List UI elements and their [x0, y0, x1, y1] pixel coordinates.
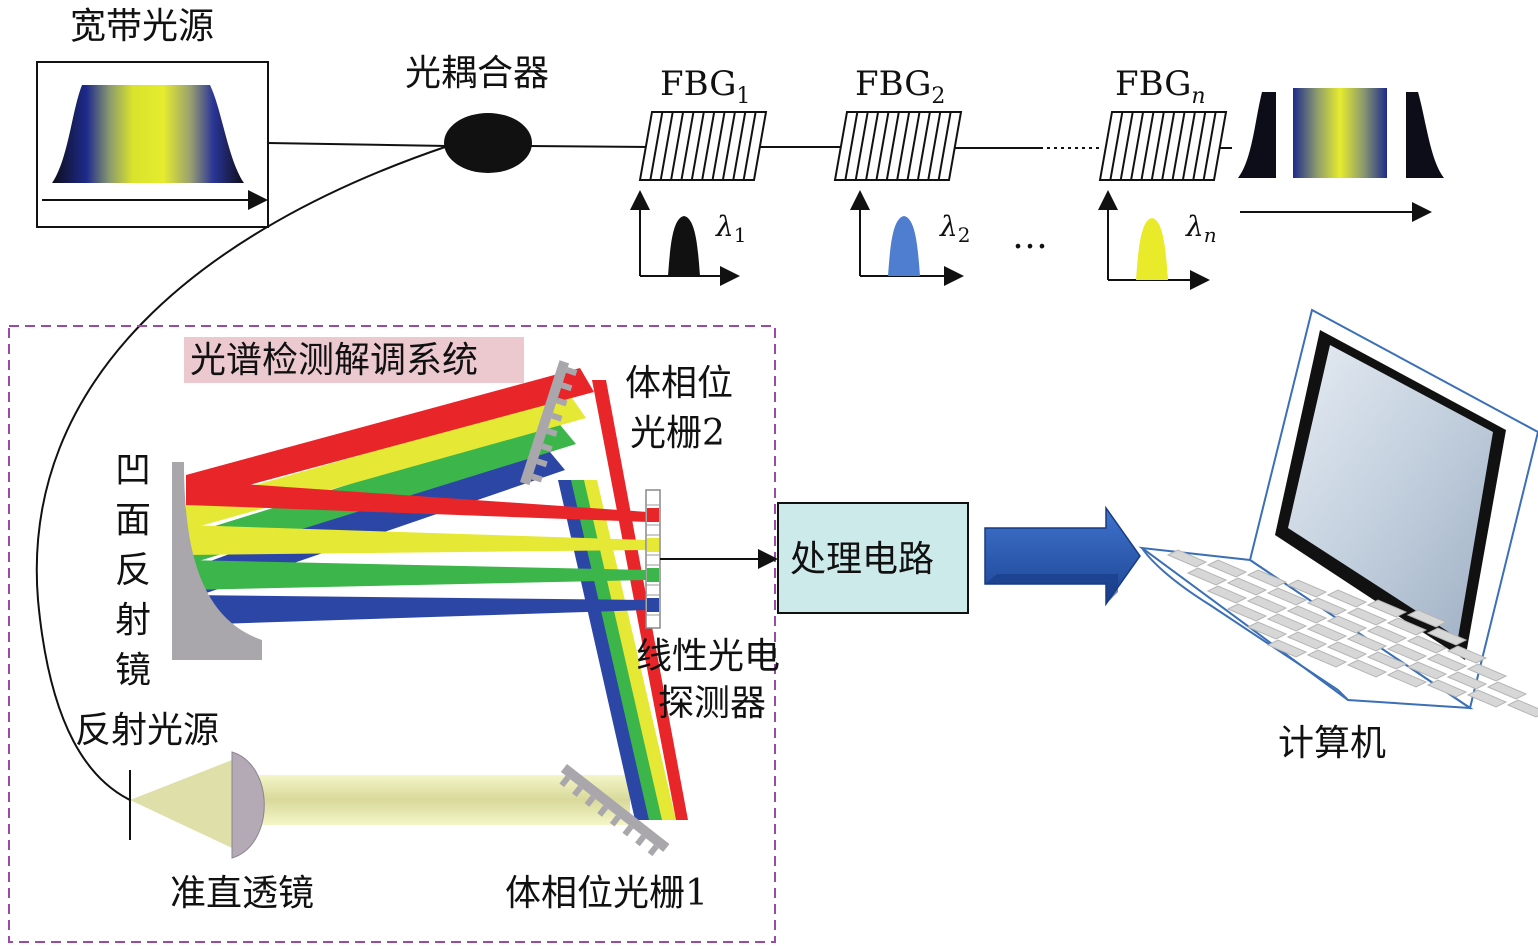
linear-detector — [645, 489, 661, 629]
collimating-lens-shape — [231, 751, 265, 859]
demod-system-box — [8, 325, 776, 943]
lambda2-label: λ2 — [939, 210, 970, 247]
fbg2-grating — [833, 111, 963, 181]
peak-lambdan — [1136, 218, 1168, 280]
detector-label-line2: 探测器 — [658, 683, 766, 724]
transmitted-spectrum — [1238, 88, 1444, 222]
lambdan-label: λn — [1185, 210, 1217, 247]
fbg1-label: FBG1 — [660, 64, 750, 109]
source-cone — [130, 760, 232, 848]
peak-lambda2 — [888, 216, 920, 276]
vpg2-label-line2: 光栅2 — [630, 413, 725, 454]
concave-mirror-char: 凹 — [115, 450, 151, 491]
processing-circuit-box — [777, 502, 969, 614]
fbgn-grating — [1098, 111, 1228, 181]
collimated-beam — [250, 775, 630, 825]
laptop-computer — [1138, 308, 1538, 718]
concave-mirror-shape — [172, 462, 262, 660]
ellipsis: … — [1012, 216, 1048, 257]
collimating-lens-label: 准直透镜 — [170, 873, 314, 914]
fiber-source-to-coupler — [267, 142, 449, 147]
lambda1-label: λ1 — [715, 210, 746, 247]
detector-label-line1: 线性光电 — [636, 636, 780, 677]
processing-circuit-label: 处理电路 — [790, 539, 934, 580]
concave-mirror-char: 镜 — [115, 650, 151, 691]
peak-lambda1 — [668, 216, 700, 276]
vpg1-grating — [559, 764, 670, 857]
circuit-to-computer-arrow — [984, 505, 1141, 607]
coupler-label: 光耦合器 — [405, 53, 549, 94]
fiber-coupler-to-fbg1 — [527, 145, 653, 148]
concave-mirror-char: 射 — [115, 600, 151, 641]
computer-label: 计算机 — [1278, 723, 1386, 764]
system-title: 光谱检测解调系统 — [190, 340, 478, 381]
coupler-shape — [444, 113, 532, 173]
focused-beams-to-detector — [186, 480, 648, 625]
fbg2-label: FBG2 — [855, 64, 945, 109]
concave-mirror-char: 反 — [115, 550, 151, 591]
vpg2-grating — [520, 360, 578, 486]
vpg2-label-line1: 体相位 — [625, 363, 733, 404]
concave-mirror-char: 面 — [115, 500, 151, 541]
broadband-source-box — [36, 61, 269, 228]
fiber-to-reflected-source — [35, 145, 449, 801]
fbgn-label: FBGn — [1115, 64, 1206, 109]
fbg1-grating — [638, 111, 768, 181]
reflected-source-label: 反射光源 — [75, 710, 219, 751]
reflection-plot-2 — [850, 190, 964, 286]
system-title-bg — [184, 337, 524, 383]
vpg1-label: 体相位光栅1 — [505, 873, 708, 914]
reflection-plot-n — [1098, 190, 1210, 290]
reflection-plot-1 — [630, 190, 740, 286]
broadband-source-label: 宽带光源 — [70, 6, 214, 47]
